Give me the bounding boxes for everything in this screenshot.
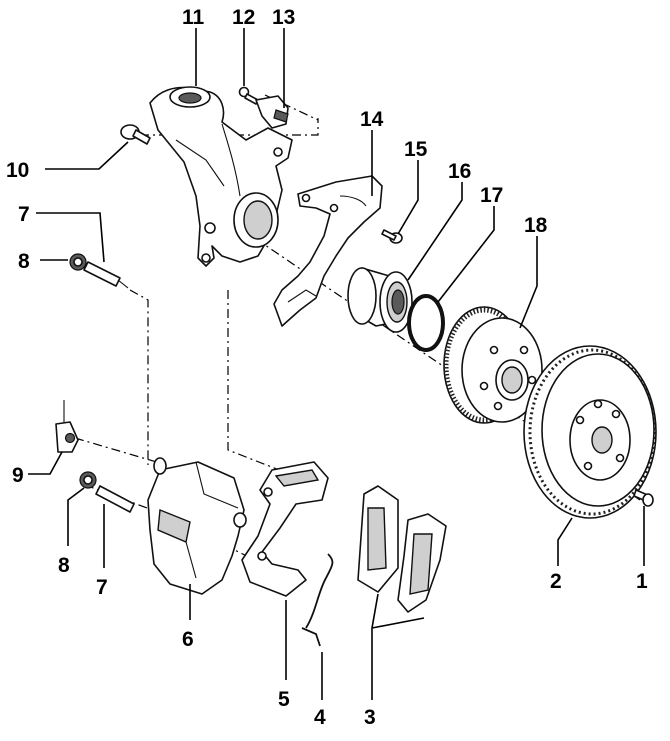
cap-upper (40, 253, 87, 271)
wheel-hub (443, 236, 543, 424)
brake-pad-inner (357, 485, 399, 593)
brake-pad-outer (371, 513, 447, 700)
shield-bolt (381, 160, 419, 244)
axis-caliper-sensor (74, 437, 161, 464)
cap-lower (67, 471, 97, 546)
callout-12: 12 (232, 6, 255, 29)
callout-14: 14 (360, 108, 384, 131)
callout-labels: 1 2 3 4 5 6 7 7 8 8 9 10 11 12 13 14 15 … (6, 6, 648, 729)
brake-caliper (147, 457, 247, 620)
sensor-screw (238, 28, 259, 105)
callout-17: 17 (480, 184, 503, 207)
callout-11: 11 (182, 6, 205, 29)
callout-9: 9 (12, 464, 24, 487)
callout-7-upper: 7 (18, 203, 30, 226)
leader-16 (407, 182, 463, 281)
disc-screw (633, 489, 654, 566)
brake-disc (523, 345, 657, 566)
retaining-spring (301, 553, 334, 700)
callout-3: 3 (364, 706, 376, 729)
callout-1: 1 (636, 570, 648, 593)
leader-8-lower (67, 487, 85, 546)
callout-8-lower: 8 (58, 554, 70, 577)
wheel-bearing (347, 182, 463, 333)
callout-7-lower: 7 (96, 576, 108, 599)
callout-2: 2 (550, 570, 562, 593)
leader-17 (437, 206, 495, 303)
callout-10: 10 (6, 159, 29, 182)
callout-5: 5 (278, 688, 290, 711)
leader-2 (557, 517, 573, 566)
callout-15: 15 (404, 138, 428, 161)
guide-pin-lower (95, 485, 135, 568)
guide-pin-upper (36, 212, 129, 289)
knuckle-bolt (45, 124, 151, 170)
circlip (407, 206, 495, 352)
splash-shield (273, 130, 383, 327)
callout-8-upper: 8 (18, 250, 30, 273)
steering-knuckle (149, 86, 293, 267)
callout-18: 18 (524, 214, 548, 237)
leader-9 (28, 451, 63, 475)
leader-10 (45, 141, 129, 170)
callout-13: 13 (272, 6, 295, 29)
callout-16: 16 (448, 160, 471, 183)
callout-4: 4 (314, 706, 326, 729)
axis-guide-pin-upper (129, 289, 149, 465)
leader-7-upper (36, 212, 105, 263)
callout-6: 6 (182, 628, 194, 651)
caliper-carrier (241, 461, 329, 680)
leader-15 (397, 160, 419, 235)
wear-indicator (28, 400, 79, 475)
leader-18 (519, 236, 538, 329)
wheel-speed-sensor (255, 28, 289, 129)
leader-3 (371, 593, 425, 700)
